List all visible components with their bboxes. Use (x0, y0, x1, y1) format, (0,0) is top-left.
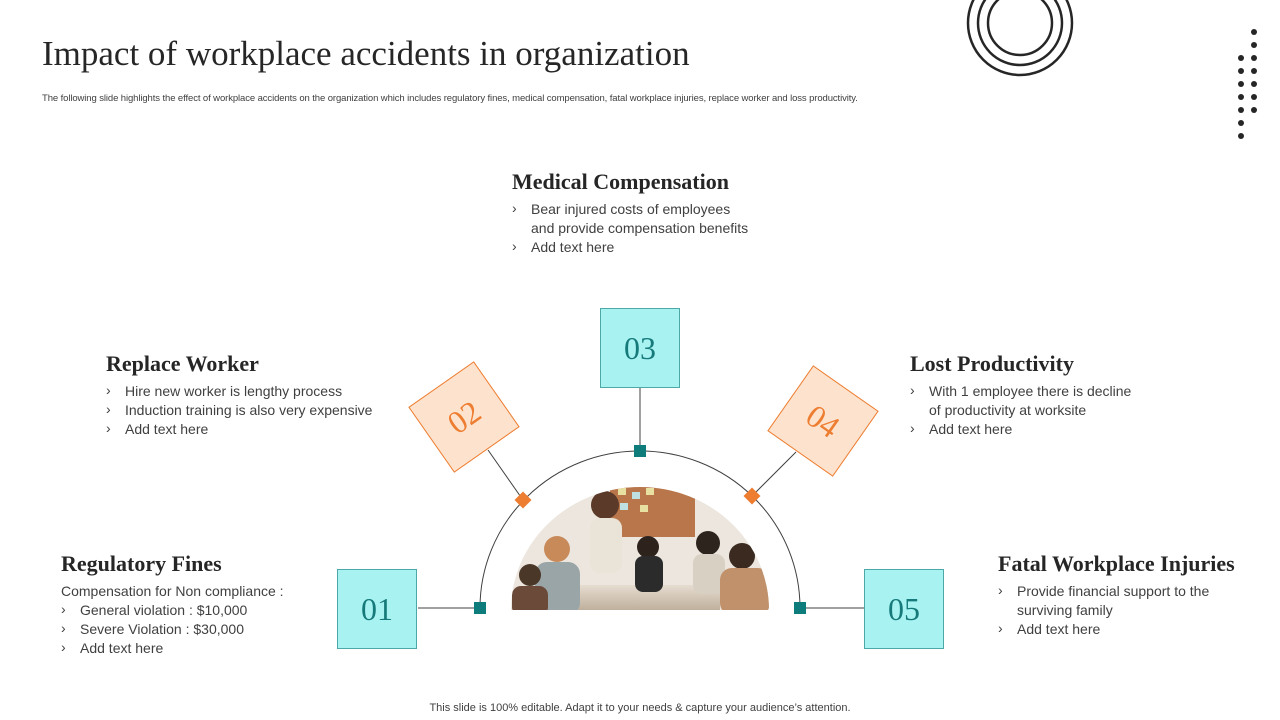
list-item: Hire new worker is lengthy process (106, 381, 372, 401)
list-item-continuation: surviving family (1017, 602, 1113, 618)
regulatory-fines-list: General violation : $10,000 Severe Viola… (61, 600, 284, 658)
step-03-number: 03 (624, 329, 656, 366)
connector-markers (474, 445, 806, 614)
footer-note: This slide is 100% editable. Adapt it to… (429, 702, 851, 714)
regulatory-fines-heading: Regulatory Fines (61, 551, 222, 576)
medical-compensation-heading: Medical Compensation (512, 169, 729, 194)
list-item: With 1 employee there is decline (910, 381, 1131, 401)
step-05-box: 05 (864, 569, 944, 649)
fatal-injuries-heading: Fatal Workplace Injuries (998, 551, 1235, 576)
list-item: Bear injured costs of employees (512, 199, 748, 219)
regulatory-fines-section: Regulatory Fines Compensation for Non co… (61, 551, 284, 658)
list-item: Add text here (512, 237, 748, 257)
step-04-number: 04 (799, 396, 847, 445)
replace-worker-list: Hire new worker is lengthy process Induc… (106, 381, 372, 439)
concentric-circles-decoration (966, 0, 1074, 77)
regulatory-fines-intro: Compensation for Non compliance : (61, 583, 284, 599)
list-item: Add text here (61, 638, 284, 658)
list-item: Induction training is also very expensiv… (106, 400, 372, 420)
lost-productivity-heading: Lost Productivity (910, 351, 1074, 376)
team-meeting-photo (511, 487, 769, 610)
step-01-number: 01 (361, 590, 393, 627)
list-item-continuation: and provide compensation benefits (531, 220, 749, 236)
step-03-box: 03 (600, 308, 680, 388)
list-item: Add text here (910, 419, 1131, 439)
connector-lines (418, 388, 865, 609)
step-01-box: 01 (337, 569, 417, 649)
list-item: Add text here (106, 419, 372, 439)
list-item: Severe Violation : $30,000 (61, 619, 284, 639)
medical-compensation-list: Bear injured costs of employees and prov… (512, 199, 749, 257)
medical-compensation-section: Medical Compensation Bear injured costs … (512, 169, 748, 257)
page-subtitle: The following slide highlights the effec… (42, 93, 858, 104)
step-05-number: 05 (888, 590, 920, 627)
step-02-number: 02 (440, 392, 488, 441)
list-item: Add text here (998, 619, 1235, 639)
replace-worker-section: Replace Worker Hire new worker is length… (106, 351, 372, 439)
lost-productivity-list: With 1 employee there is decline of prod… (910, 381, 1131, 439)
list-item: Provide financial support to the (998, 581, 1235, 601)
fatal-injuries-list: Provide financial support to the survivi… (998, 581, 1235, 639)
replace-worker-heading: Replace Worker (106, 351, 259, 376)
fatal-injuries-section: Fatal Workplace Injuries Provide financi… (998, 551, 1235, 639)
page-title: Impact of workplace accidents in organiz… (42, 34, 690, 73)
list-item-continuation: of productivity at worksite (929, 402, 1087, 418)
list-item: General violation : $10,000 (61, 600, 284, 620)
dot-grid-decoration (1238, 29, 1257, 139)
lost-productivity-section: Lost Productivity With 1 employee there … (910, 351, 1131, 439)
